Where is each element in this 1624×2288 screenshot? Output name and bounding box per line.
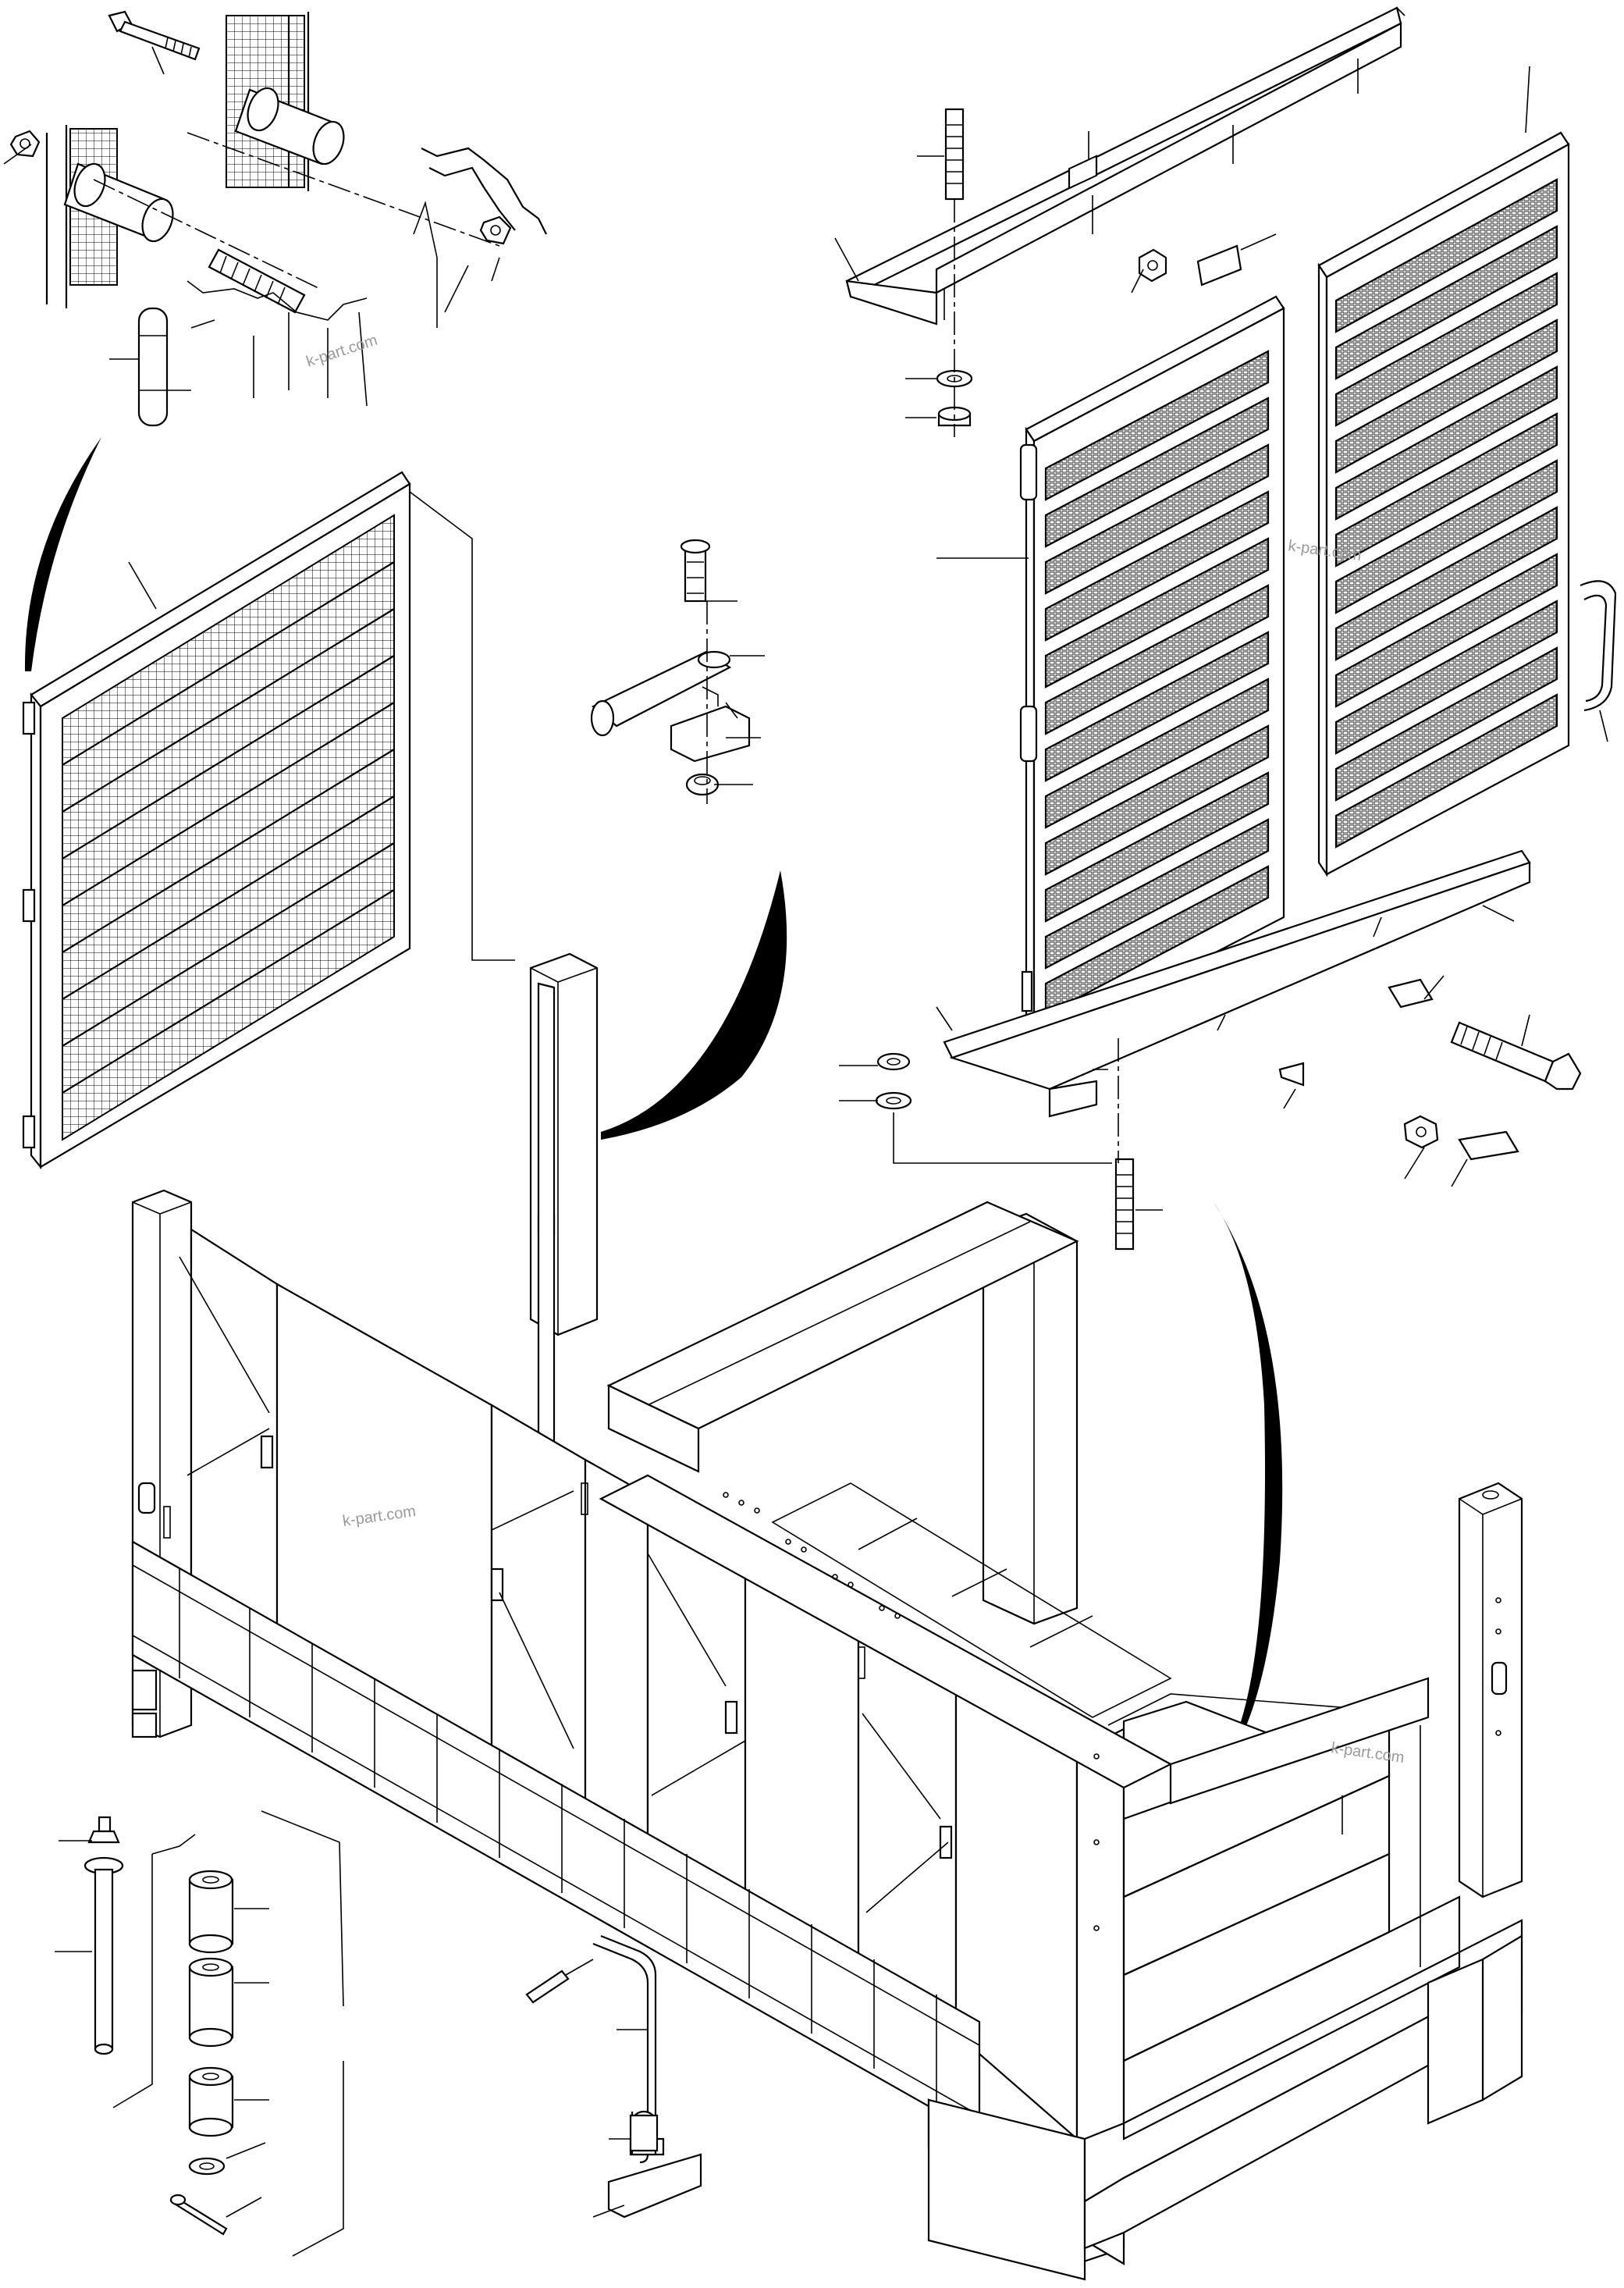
assembly-arrow-icon [24,437,1283,1784]
right-radiator-grille-panel [1317,66,1570,877]
nut-bracket-hardware [1131,233,1277,294]
hinge-pin-icon [137,307,169,427]
top-frame-rail [834,6,1405,326]
threaded-bolt-icon [208,248,306,314]
right-bolt-hardware [1278,975,1582,1187]
hinge-pin-assembly [55,1810,344,2257]
bottom-frame-rail [936,849,1531,1118]
right-radiator-grille-door [936,155,1285,1049]
frame-structure [131,952,1523,2281]
lower-stud-hardware [839,1038,1163,1251]
grease-fitting-icon [87,1816,120,1844]
stud-hardware [905,108,973,437]
hinge-bolt-assembly [3,10,547,427]
bushing-icon [188,1870,234,2137]
grille-handle [1580,580,1617,742]
center-bracket-assembly [590,539,765,804]
watermark: k-part.com [304,332,380,371]
bolt-icon [108,10,201,61]
watermark: k-part.com [1330,1739,1405,1767]
spacer-tube-icon [63,87,345,243]
left-radiator-grille [22,471,515,1170]
nut-icon [9,130,512,245]
latch-key-assembly [525,1934,702,2219]
